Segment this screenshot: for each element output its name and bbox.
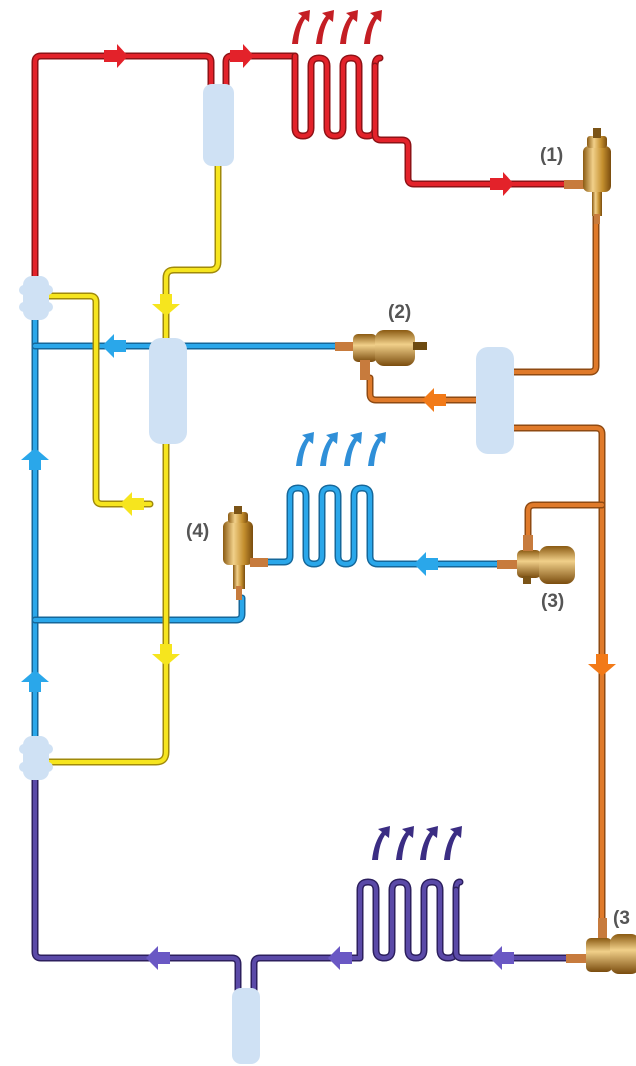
junction-upper <box>19 276 53 320</box>
arrow-down-icon <box>152 644 180 666</box>
arrow-down-icon <box>588 654 616 676</box>
expansion-valve-icon <box>497 535 575 584</box>
cold-line <box>31 311 504 744</box>
arrow-left-icon <box>328 946 352 970</box>
expansion-valve-icon <box>564 128 611 224</box>
valve-label-2: (2) <box>388 302 411 323</box>
arrow-up-icon <box>21 670 49 692</box>
expansion-valve-icon <box>566 918 636 974</box>
pipe-network <box>31 52 606 994</box>
expansion-valve-icon <box>223 506 268 600</box>
valve-label-1: (1) <box>540 145 563 166</box>
oil-separator-tank <box>203 84 234 166</box>
expansion-valve-icon <box>335 330 427 380</box>
low-temp-line <box>31 771 589 994</box>
arrow-right-icon <box>490 172 514 196</box>
arrow-down-icon <box>152 294 180 316</box>
heat-absorption-arrows <box>296 432 386 466</box>
valve-label-3b: (3 <box>613 908 630 929</box>
suction-line <box>44 161 222 766</box>
arrow-right-icon <box>230 44 254 68</box>
junction-lower <box>19 736 53 780</box>
liquid-line <box>366 201 606 924</box>
heat-rejection-arrows <box>292 10 382 44</box>
components <box>19 84 514 1064</box>
low-temp-heat-arrows <box>372 826 462 860</box>
valve-labels: (1) (2) (3) (4) (3 <box>186 145 630 929</box>
arrow-left-icon <box>414 552 438 576</box>
valve-label-4: (4) <box>186 521 209 542</box>
receiver-tank <box>149 338 187 444</box>
liquid-receiver-tank <box>476 347 514 454</box>
arrow-left-icon <box>422 388 446 412</box>
arrow-left-icon <box>120 492 144 516</box>
arrow-left-icon <box>102 334 126 358</box>
arrow-left-icon <box>146 946 170 970</box>
hot-gas-line <box>31 52 569 294</box>
arrow-right-icon <box>104 44 128 68</box>
arrow-left-icon <box>490 946 514 970</box>
arrow-up-icon <box>21 448 49 470</box>
valve-label-3: (3) <box>541 591 564 612</box>
suction-accumulator-tank <box>232 988 260 1064</box>
flow-arrows <box>21 44 616 970</box>
